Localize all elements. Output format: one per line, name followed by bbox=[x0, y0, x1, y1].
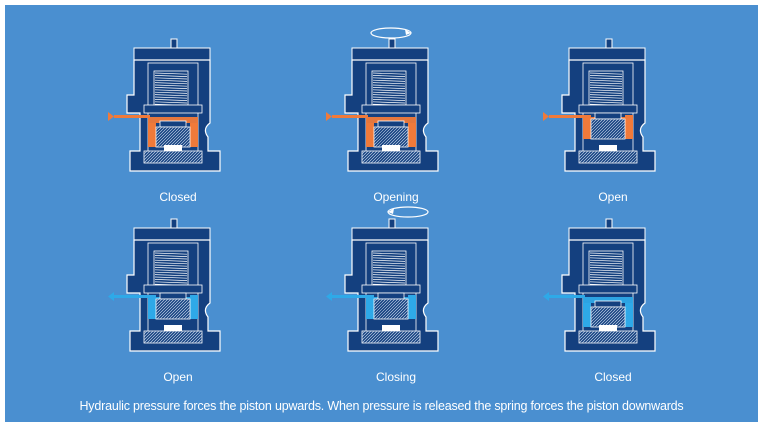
fluid-right bbox=[408, 295, 416, 319]
piston-body bbox=[591, 307, 625, 327]
valve-diagram-open-release: Open bbox=[78, 213, 278, 408]
fluid-right bbox=[408, 123, 416, 147]
spring-plate bbox=[579, 105, 637, 113]
bottom-gland bbox=[362, 151, 420, 163]
top-cap bbox=[569, 228, 645, 240]
valve-diagram-closed-pressure: Closed bbox=[78, 33, 278, 228]
piston-head bbox=[378, 293, 404, 299]
fluid-right bbox=[625, 303, 633, 327]
bottom-gland bbox=[144, 331, 202, 343]
piston-body bbox=[374, 127, 408, 147]
hydraulic-port bbox=[114, 295, 150, 298]
bottom-gland bbox=[579, 151, 637, 163]
spring bbox=[154, 251, 188, 285]
spring bbox=[372, 71, 406, 105]
spring-plate bbox=[362, 105, 420, 113]
top-cap bbox=[134, 228, 210, 240]
valve-diagram-opening: Opening bbox=[296, 33, 496, 228]
top-cap bbox=[352, 48, 428, 60]
inlet-arrow-icon bbox=[108, 112, 114, 121]
outlet-arrow-icon bbox=[326, 292, 332, 301]
seat bbox=[382, 325, 400, 331]
state-label: Open bbox=[513, 190, 713, 204]
piston-body bbox=[374, 299, 408, 319]
top-cap bbox=[134, 48, 210, 60]
top-cap bbox=[569, 48, 645, 60]
hydraulic-port bbox=[332, 115, 368, 118]
top-cap bbox=[352, 228, 428, 240]
spring-plate bbox=[144, 285, 202, 293]
seat bbox=[164, 325, 182, 331]
valve-illustration bbox=[296, 213, 496, 373]
fluid-left bbox=[366, 123, 374, 147]
state-label: Closed bbox=[513, 370, 713, 384]
seat bbox=[599, 325, 617, 331]
piston-head bbox=[595, 113, 621, 119]
inlet-arrow-icon bbox=[326, 112, 332, 121]
fluid-right bbox=[625, 115, 633, 139]
hydraulic-port bbox=[549, 295, 585, 298]
valve-diagram-closing: Closing bbox=[296, 213, 496, 408]
valve-illustration bbox=[513, 213, 713, 373]
inlet-arrow-icon bbox=[543, 112, 549, 121]
clockwise-arrow-icon bbox=[367, 24, 423, 42]
valve-illustration bbox=[78, 213, 278, 373]
diagram-caption: Hydraulic pressure forces the piston upw… bbox=[0, 399, 763, 413]
outlet-arrow-icon bbox=[543, 292, 549, 301]
bottom-gland bbox=[144, 151, 202, 163]
seat bbox=[164, 145, 182, 151]
fluid-left bbox=[583, 115, 591, 139]
fluid-left bbox=[366, 295, 374, 319]
state-label: Open bbox=[78, 370, 278, 384]
piston-body bbox=[591, 119, 625, 139]
fluid-left bbox=[148, 295, 156, 319]
hydraulic-port bbox=[114, 115, 150, 118]
spring-plate bbox=[579, 285, 637, 293]
piston-head bbox=[160, 293, 186, 299]
outlet-arrow-icon bbox=[108, 292, 114, 301]
spring bbox=[589, 251, 623, 285]
piston-head bbox=[160, 121, 186, 127]
seat bbox=[599, 145, 617, 151]
hydraulic-port bbox=[332, 295, 368, 298]
piston-head bbox=[378, 121, 404, 127]
spring-plate bbox=[362, 285, 420, 293]
spring-plate bbox=[144, 105, 202, 113]
state-label: Closed bbox=[78, 190, 278, 204]
spring bbox=[154, 71, 188, 105]
piston-body bbox=[156, 299, 190, 319]
state-label: Closing bbox=[296, 370, 496, 384]
spring bbox=[589, 71, 623, 105]
valve-illustration bbox=[513, 33, 713, 193]
valve-illustration bbox=[296, 33, 496, 193]
valve-diagram-open-pressure: Open bbox=[513, 33, 713, 228]
fluid-right bbox=[190, 295, 198, 319]
state-label: Opening bbox=[296, 190, 496, 204]
fluid-right bbox=[190, 123, 198, 147]
valve-illustration bbox=[78, 33, 278, 193]
bottom-gland bbox=[579, 331, 637, 343]
counterclockwise-arrow-icon bbox=[380, 203, 436, 221]
fluid-left bbox=[583, 303, 591, 327]
spring bbox=[372, 251, 406, 285]
piston-head bbox=[595, 301, 621, 307]
hydraulic-port bbox=[549, 115, 585, 118]
fluid-left bbox=[148, 123, 156, 147]
piston-body bbox=[156, 127, 190, 147]
seat bbox=[382, 145, 400, 151]
valve-diagram-closed-release: Closed bbox=[513, 213, 713, 408]
bottom-gland bbox=[362, 331, 420, 343]
